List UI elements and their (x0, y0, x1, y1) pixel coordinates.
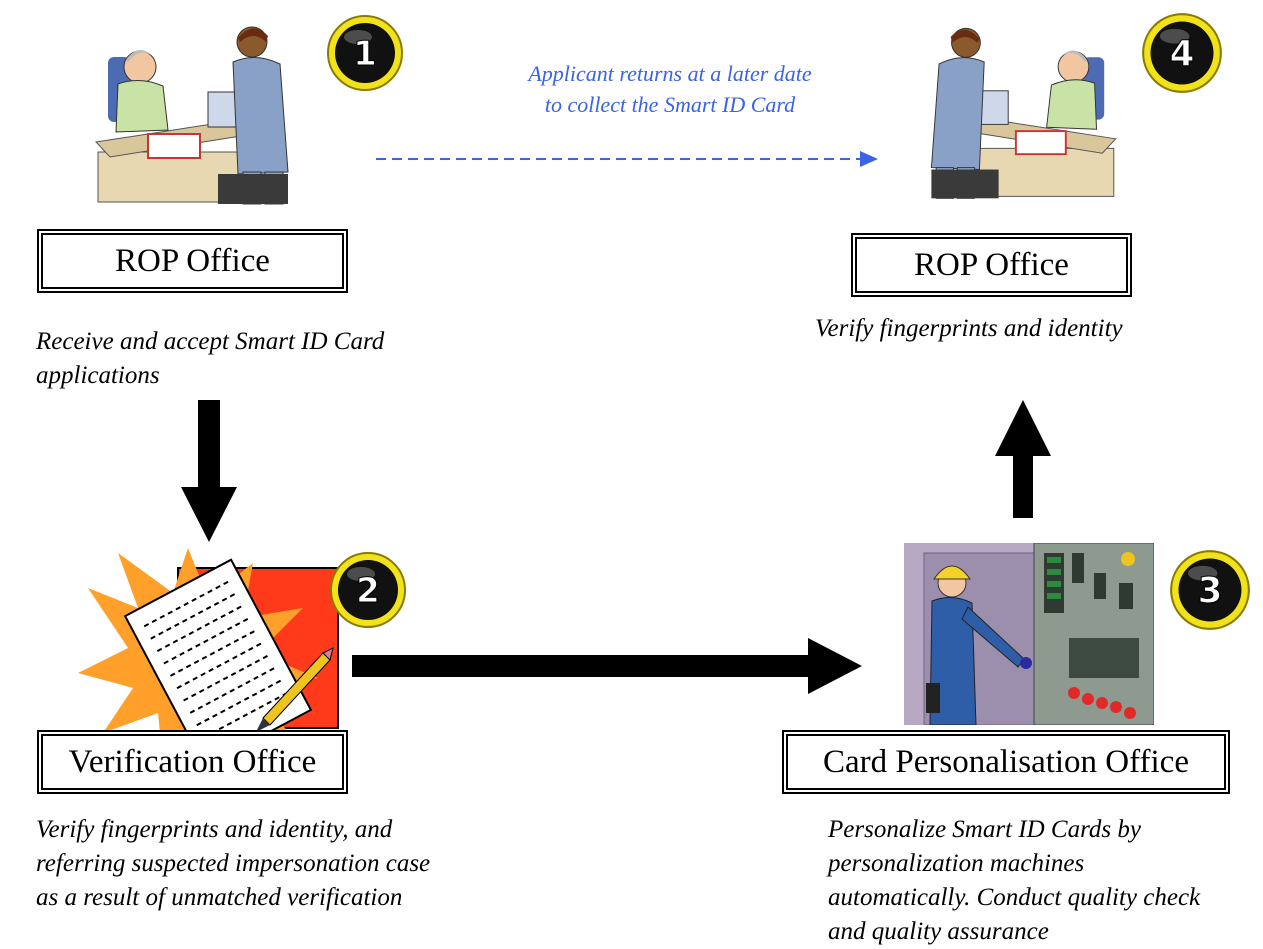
right-arrow-head (808, 638, 862, 694)
office-box-rop-1: ROP Office (37, 229, 348, 293)
step-number-2: 2 (356, 571, 380, 611)
up-arrow-head (995, 400, 1051, 456)
pencil-icon (256, 647, 334, 732)
step-number-1: 1 (353, 34, 377, 74)
office-counter-illustration-4 (930, 27, 1117, 199)
step-badge-2: 2 (330, 552, 406, 628)
operator-icon (926, 565, 1032, 725)
step-number-4: 4 (1170, 34, 1195, 75)
clerk-icon (123, 50, 157, 84)
briefcase-icon (931, 169, 999, 199)
office-box-card-personalisation: Card Personalisation Office (782, 730, 1230, 794)
down-arrow-shaft (198, 400, 220, 490)
down-arrow-head (181, 487, 237, 542)
desk-icon (97, 151, 239, 203)
verification-document-illustration (78, 548, 339, 768)
return-arrow-head (860, 151, 878, 167)
office-counter-illustration-1 (94, 26, 289, 205)
briefcase-icon (218, 174, 288, 204)
office-box-rop-4: ROP Office (851, 233, 1132, 297)
up-arrow-shaft (1013, 452, 1033, 518)
hard-hat-icon (933, 565, 971, 580)
step-number-3: 3 (1198, 571, 1223, 612)
clerk-icon (1057, 50, 1090, 83)
personalisation-machine-illustration (904, 543, 1154, 725)
control-panel-icon (1033, 543, 1154, 725)
return-note: Applicant returns at a later date to col… (528, 61, 812, 117)
right-arrow-shaft (352, 655, 812, 677)
step-badge-4: 4 (1142, 13, 1222, 93)
step-badge-3: 3 (1170, 550, 1250, 630)
office-box-verification: Verification Office (37, 730, 348, 794)
step-2-caption: Verify fingerprints and identity, and re… (36, 816, 431, 911)
step-4-caption: Verify fingerprints and identity (815, 315, 1123, 342)
step-1-caption: Receive and accept Smart ID Card applica… (36, 328, 385, 389)
step-badge-1: 1 (327, 15, 403, 91)
step-3-caption: Personalize Smart ID Cards by personaliz… (828, 816, 1201, 945)
desk-icon (978, 147, 1115, 197)
checklist-icon (123, 558, 313, 768)
